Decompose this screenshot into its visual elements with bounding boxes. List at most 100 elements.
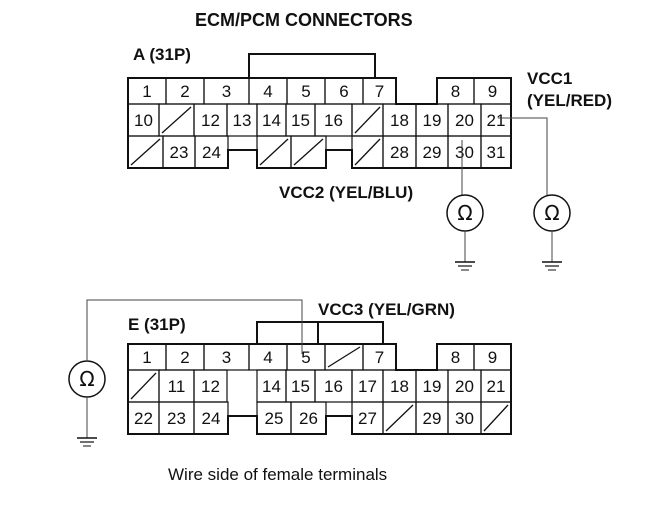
connector-a-pin-number: 23: [170, 143, 189, 162]
connector-a-pin-number: 2: [180, 82, 189, 101]
connector-e-pin-number: 29: [423, 409, 442, 428]
ohmmeter-vcc2: Ω: [446, 194, 484, 232]
connector-a-pin-number: 29: [423, 143, 442, 162]
connector-e-pin-cell: 17: [351, 369, 384, 403]
connector-a-pin-cell: [290, 135, 327, 169]
connector-a-pin-cell: 12: [193, 103, 228, 137]
vcc1-label: VCC1: [527, 69, 572, 88]
vcc3-probe-wire: [86, 299, 303, 360]
connector-a-pin-cell: 4: [248, 77, 288, 105]
connector-a-pin-cell: 8: [436, 77, 475, 105]
connector-a-pin-cell: 31: [480, 135, 512, 169]
connector-e-pin-cell: 26: [290, 401, 327, 435]
connector-e-pin-number: 9: [488, 348, 497, 367]
connector-e-pin-cell: 1: [127, 343, 167, 371]
connector-e-pin-cell: [480, 401, 512, 435]
connector-e-pin-cell: [382, 401, 417, 435]
connector-a-pin-number: 28: [390, 143, 409, 162]
connector-a-pin-cell: 28: [382, 135, 417, 169]
vcc2-label: VCC2 (YEL/BLU): [279, 183, 413, 202]
vcc3-label: VCC3 (YEL/GRN): [318, 300, 455, 319]
connector-a-pin-cell: 16: [314, 103, 353, 137]
connector-e-pin-number: 26: [299, 409, 318, 428]
connector-a-pin-number: 10: [134, 111, 153, 130]
connector-a-pin-number: 6: [339, 82, 348, 101]
connector-a-pin-cell: 21: [480, 103, 512, 137]
connector-a-label: A (31P): [133, 45, 191, 64]
connector-a-pin-cell: 14: [256, 103, 287, 137]
connector-a-pin-number: 1: [142, 82, 151, 101]
connector-a-pin-cell: 24: [194, 135, 229, 169]
connector-e-pin-cell: 11: [158, 369, 195, 403]
connector-e-pin-number: 25: [265, 409, 284, 428]
connector-a-pin-cell: [351, 103, 384, 137]
connector-a-pin-number: 31: [487, 143, 506, 162]
connector-a-pin-cell: [256, 135, 292, 169]
connector-e-pin-number: 19: [423, 377, 442, 396]
connector-a-pin-number: 3: [222, 82, 231, 101]
connector-e-pin-number: 30: [455, 409, 474, 428]
connector-e-label: E (31P): [128, 315, 186, 334]
connector-a-pin-number: 18: [390, 111, 409, 130]
ohmmeter-vcc3: Ω: [68, 360, 106, 398]
connector-e-lock-tab-right: [318, 321, 384, 344]
connector-a-pin-cell: 30: [447, 135, 482, 169]
ground-icon: [77, 437, 97, 447]
connector-e-pin-number: 21: [487, 377, 506, 396]
connector-a-pin-number: 8: [451, 82, 460, 101]
connector-a-pin-cell: 2: [165, 77, 205, 105]
connector-e-pin-number: 16: [324, 377, 343, 396]
connector-a-pin-number: 13: [233, 111, 252, 130]
connector-e-pin-cell: [127, 369, 160, 403]
ground-icon: [455, 261, 475, 271]
connector-e-pin-cell: 4: [248, 343, 288, 371]
connector-a-pin-cell: 20: [447, 103, 482, 137]
connector-a-pin-cell: 5: [286, 77, 326, 105]
connector-e-pin-number: 4: [263, 348, 272, 367]
connector-a-pin-number: 9: [488, 82, 497, 101]
connector-a-pin-number: 7: [375, 82, 384, 101]
connector-a-blank-pin-slash: [161, 106, 192, 134]
connector-a-pin-number: 4: [263, 82, 272, 101]
connector-e-pin-number: 8: [451, 348, 460, 367]
connector-a-pin-number: 14: [262, 111, 281, 130]
connector-e-blank-pin-slash: [130, 372, 157, 400]
connector-a-pin-number: 30: [455, 143, 474, 162]
vcc1-color-label: (YEL/RED): [527, 91, 612, 110]
connector-e-pin-number: 22: [134, 409, 153, 428]
connector-e-pin-cell: 16: [314, 369, 353, 403]
connector-e-pin-cell: 18: [382, 369, 417, 403]
connector-e-pin-cell: 29: [415, 401, 449, 435]
connector-a-pin-cell: 23: [162, 135, 196, 169]
connector-a-pin-number: 20: [455, 111, 474, 130]
connector-e-pin-cell: 19: [415, 369, 449, 403]
connector-e-pin-cell: 20: [447, 369, 482, 403]
connector-e-pin-cell: 5: [286, 343, 326, 371]
connector-e-blank-pin-slash: [385, 404, 414, 432]
connector-e-pin-cell: 14: [256, 369, 287, 403]
connector-a-pin-cell: 10: [127, 103, 160, 137]
connector-e-pin-cell: 15: [285, 369, 316, 403]
connector-e-pin-number: 15: [291, 377, 310, 396]
connector-a-pin-cell: 3: [203, 77, 250, 105]
connector-e-pin-cell: 23: [158, 401, 195, 435]
vcc1-probe-wire: [498, 117, 548, 195]
connector-e-blank-pin-slash: [327, 346, 361, 368]
connector-a-pin-cell: 9: [473, 77, 512, 105]
connector-e-pin-cell: [324, 343, 364, 371]
connector-a-blank-pin-slash: [259, 138, 289, 166]
connector-e-blank-pin-slash: [483, 404, 509, 432]
connector-e-pin-cell: 2: [165, 343, 205, 371]
connector-a-blank-pin-slash: [354, 106, 381, 134]
connector-a-pin-number: 19: [423, 111, 442, 130]
diagram-title: ECM/PCM CONNECTORS: [195, 10, 413, 30]
connector-a-pin-cell: 18: [382, 103, 417, 137]
connector-a-pin-number: 21: [487, 111, 506, 130]
connector-e-pin-number: 1: [142, 348, 151, 367]
connector-e-pin-cell: 27: [351, 401, 384, 435]
connector-e-pin-cell: 9: [473, 343, 512, 371]
ohmmeter-vcc1: Ω: [533, 194, 571, 232]
connector-e-pin-number: 27: [358, 409, 377, 428]
